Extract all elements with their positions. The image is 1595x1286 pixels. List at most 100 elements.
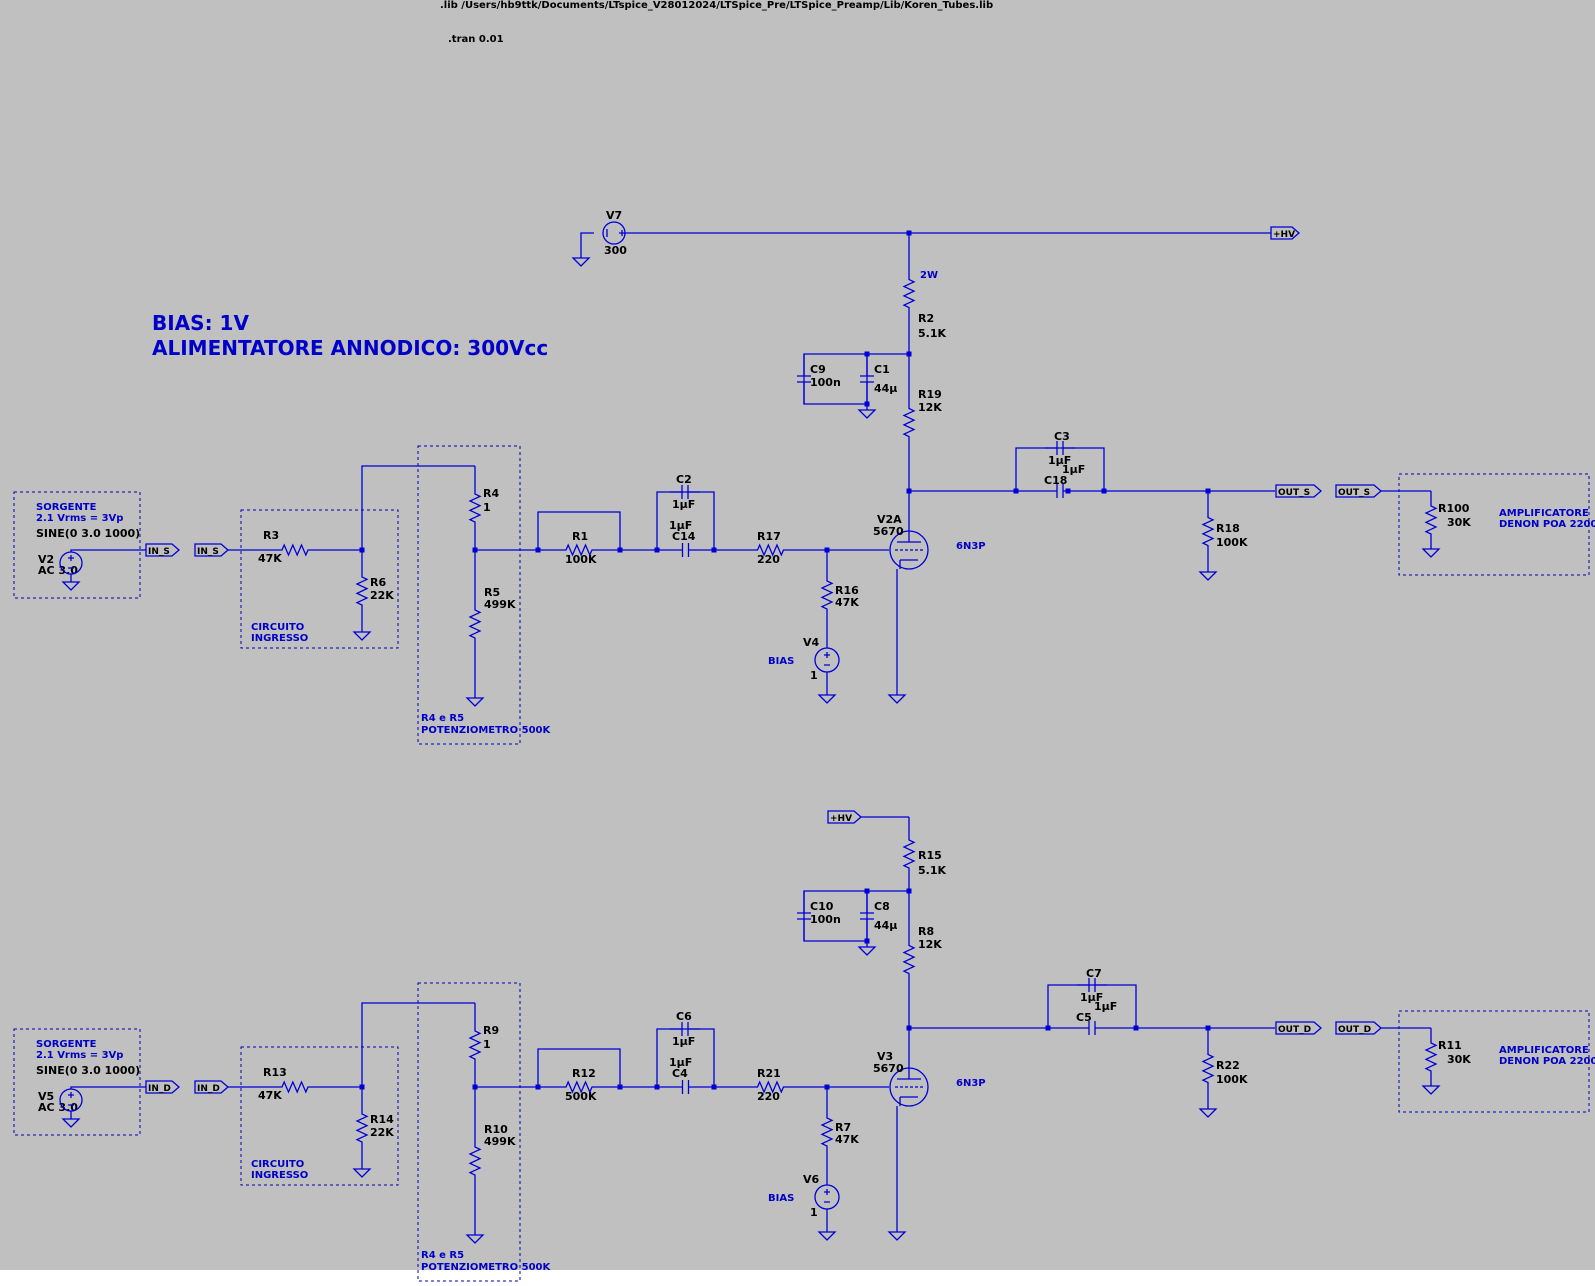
tube-type: 6N3P xyxy=(956,541,986,552)
bias-source-value: 1 xyxy=(810,669,818,682)
in-port-out-label: IN_S xyxy=(148,547,170,557)
source-spec-label: SINE(0 3.0 1000) xyxy=(36,1064,140,1077)
pot-bottom-value: 499K xyxy=(484,598,516,611)
r-bias-value: 47K xyxy=(835,596,859,609)
input-circuit-label-1: CIRCUITO xyxy=(251,622,304,633)
input-circuit-box xyxy=(240,509,399,649)
c-out-a-name: C3 xyxy=(1054,430,1070,443)
r-grid-1-value: 500K xyxy=(565,1090,597,1103)
tube-model: 5670 xyxy=(873,525,904,538)
c-dec-b-name: C1 xyxy=(874,363,890,376)
pot-label-1: R4 e R5 xyxy=(421,1250,464,1261)
pot-box xyxy=(417,982,521,1282)
r-grid-2-name: R21 xyxy=(757,1067,781,1080)
tube-model: 5670 xyxy=(873,1062,904,1075)
c-dec-b-value: 44µ xyxy=(874,919,897,932)
in-port-out[interactable]: IN_D xyxy=(145,1080,180,1094)
pot-top-name: R4 xyxy=(483,487,499,500)
c-dec-a-name: C10 xyxy=(810,900,834,913)
c-out-a-value: 1µF xyxy=(1080,991,1103,1004)
in-port-in[interactable]: IN_S xyxy=(194,543,229,557)
pot-top-name: R9 xyxy=(483,1024,499,1037)
bias-source-name: V4 xyxy=(803,636,820,649)
amp-box xyxy=(1398,473,1590,576)
v7-name: V7 xyxy=(606,209,622,222)
source-ac-label: AC 3.0 xyxy=(38,1101,78,1114)
out-port-in-label: OUT_D xyxy=(1338,1025,1371,1035)
input-circuit-label-2: INGRESSO xyxy=(251,1170,308,1181)
c-out-a-value: 1µF xyxy=(1048,454,1071,467)
source-level-label: 2.1 Vrms = 3Vp xyxy=(36,1050,123,1061)
r-grid-2-name: R17 xyxy=(757,530,781,543)
c-dec-a-value: 100n xyxy=(810,913,841,926)
pot-top-value: 1 xyxy=(483,501,491,514)
r-load-value: 100K xyxy=(1216,1073,1248,1086)
out-port-in[interactable]: OUT_S xyxy=(1335,484,1382,498)
canvas-bottom-margin xyxy=(0,1270,1595,1286)
bias-source-label: BIAS xyxy=(768,656,794,667)
c-dec-b-name: C8 xyxy=(874,900,890,913)
hv-port-bottom-label: +HV xyxy=(830,814,852,824)
r-plate-1-name: R15 xyxy=(918,849,942,862)
r-plate-2-name: R19 xyxy=(918,388,942,401)
out-port-out[interactable]: OUT_D xyxy=(1275,1021,1322,1035)
supply-source-v7[interactable]: V7 300 xyxy=(571,209,1271,267)
pot-label-2: POTENZIOMETRO 500K xyxy=(421,1262,551,1273)
c-out-b-name: C5 xyxy=(1076,1011,1092,1024)
source-name-label: V2 xyxy=(38,553,54,566)
hv-port-top[interactable]: +HV xyxy=(1270,226,1300,240)
amp-label-2: DENON POA 2200 xyxy=(1499,1056,1595,1067)
bias-source-value: 1 xyxy=(810,1206,818,1219)
out-port-out-label: OUT_D xyxy=(1278,1025,1311,1035)
source-ac-label: AC 3.0 xyxy=(38,564,78,577)
r-grid-1-name: R12 xyxy=(572,1067,596,1080)
tran-directive[interactable]: .tran 0.01 xyxy=(448,34,504,45)
r-plate-1-value: 5.1K xyxy=(918,327,946,340)
bias-source-name: V6 xyxy=(803,1173,820,1186)
input-circuit-label-1: CIRCUITO xyxy=(251,1159,304,1170)
r-shunt-name: R6 xyxy=(370,576,386,589)
r-shunt-value: 22K xyxy=(370,1126,394,1139)
hv-port-bottom[interactable]: +HV xyxy=(827,810,862,824)
c-out-a-name: C7 xyxy=(1086,967,1102,980)
pot-label-2: POTENZIOMETRO 500K xyxy=(421,725,551,736)
r-bias-name: R7 xyxy=(835,1121,851,1134)
r-load-name: R22 xyxy=(1216,1059,1240,1072)
c-out-b-value: 1µF xyxy=(1062,463,1085,476)
input-circuit-box xyxy=(240,1046,399,1186)
out-port-in[interactable]: OUT_D xyxy=(1335,1021,1382,1035)
tube-name: V3 xyxy=(877,1050,893,1063)
source-spec-label: SINE(0 3.0 1000) xyxy=(36,527,140,540)
in-port-out-label: IN_D xyxy=(148,1084,171,1094)
amp-label-1: AMPLIFICATORE xyxy=(1499,508,1589,519)
in-port-out[interactable]: IN_S xyxy=(145,543,180,557)
r-series-name: R13 xyxy=(263,1066,287,1079)
lib-directive[interactable]: .lib /Users/hb9ttk/Documents/LTspice_V28… xyxy=(440,0,993,11)
c-out-b-name: C18 xyxy=(1044,474,1067,487)
amp-load-name: R100 xyxy=(1438,502,1470,515)
r-plate-2-value: 12K xyxy=(918,401,942,414)
out-port-out-label: OUT_S xyxy=(1278,488,1310,498)
source-level-label: 2.1 Vrms = 3Vp xyxy=(36,513,123,524)
in-port-in-label: IN_S xyxy=(197,547,219,557)
out-port-out[interactable]: OUT_S xyxy=(1275,484,1322,498)
c-cap-value: 1µF xyxy=(672,1035,695,1048)
hv-port-top-label: +HV xyxy=(1273,230,1295,240)
source-box xyxy=(13,1028,141,1136)
amp-label-1: AMPLIFICATORE xyxy=(1499,1045,1589,1056)
pot-bottom-name: R5 xyxy=(484,586,500,599)
source-group-label: SORGENTE xyxy=(36,1039,97,1050)
v7-value: 300 xyxy=(604,244,627,257)
r-plate-2-value: 12K xyxy=(918,938,942,951)
r-grid-1-value: 100K xyxy=(565,553,597,566)
in-port-in[interactable]: IN_D xyxy=(194,1080,229,1094)
c-dec-b-value: 44µ xyxy=(874,382,897,395)
source-group-label: SORGENTE xyxy=(36,502,97,513)
source-name-label: V5 xyxy=(38,1090,54,1103)
c-cap-b-value: 1µF xyxy=(669,1056,692,1069)
bias-source-label: BIAS xyxy=(768,1193,794,1204)
c-cap-b-name: C4 xyxy=(672,1067,688,1080)
